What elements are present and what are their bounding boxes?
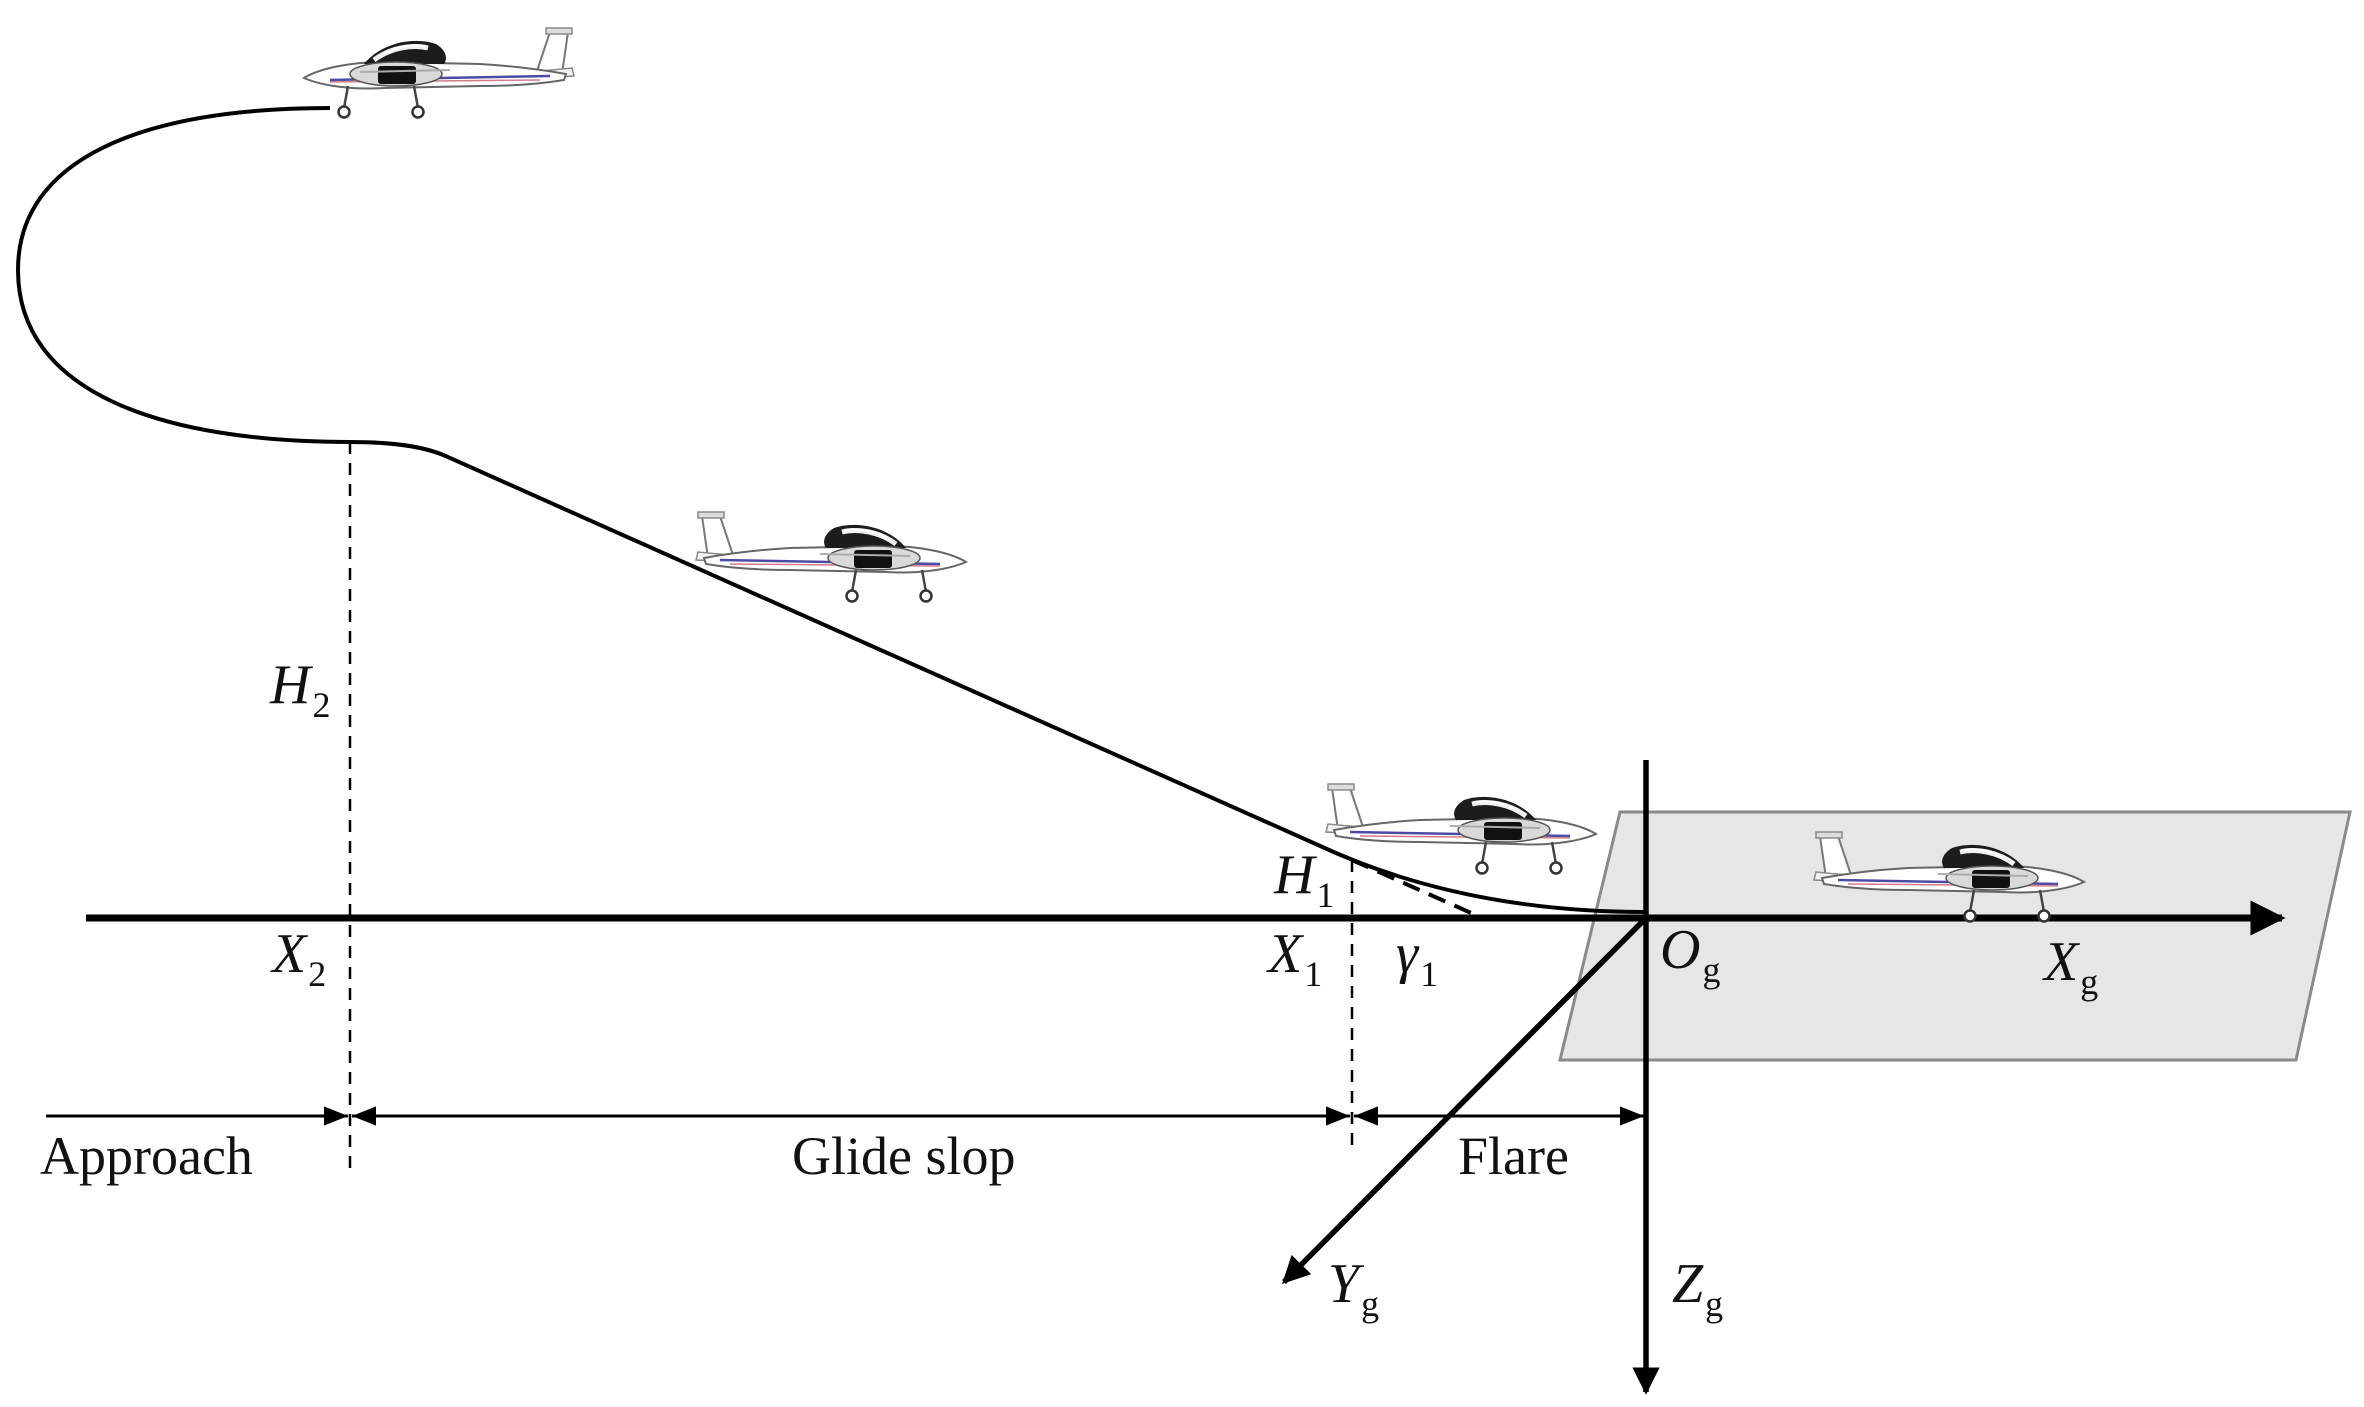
x2-label: X2 (270, 923, 326, 994)
runway-plane (1558, 810, 2352, 1062)
og-label: Og (1660, 919, 1720, 990)
xg-label: Xg (2042, 931, 2098, 1002)
yg-axis (1282, 916, 1648, 1284)
h2-label: H2 (269, 654, 330, 725)
h1-label: H1 (1273, 844, 1334, 915)
gamma1-label: γ1 (1396, 923, 1438, 994)
zg-label: Zg (1672, 1253, 1723, 1324)
x1-label: X1 (1266, 923, 1322, 994)
yg-label: Yg (1328, 1253, 1379, 1324)
glide-slope-label: Glide slop (792, 1126, 1016, 1186)
approach-label: Approach (40, 1126, 253, 1186)
aircraft-icon (304, 28, 574, 118)
flare-label: Flare (1458, 1126, 1569, 1186)
aircraft-icon (1326, 784, 1596, 874)
aircraft-icon (696, 512, 966, 602)
flight-trajectory (15, 106, 1647, 914)
glide-slope-extension (1351, 858, 1479, 918)
